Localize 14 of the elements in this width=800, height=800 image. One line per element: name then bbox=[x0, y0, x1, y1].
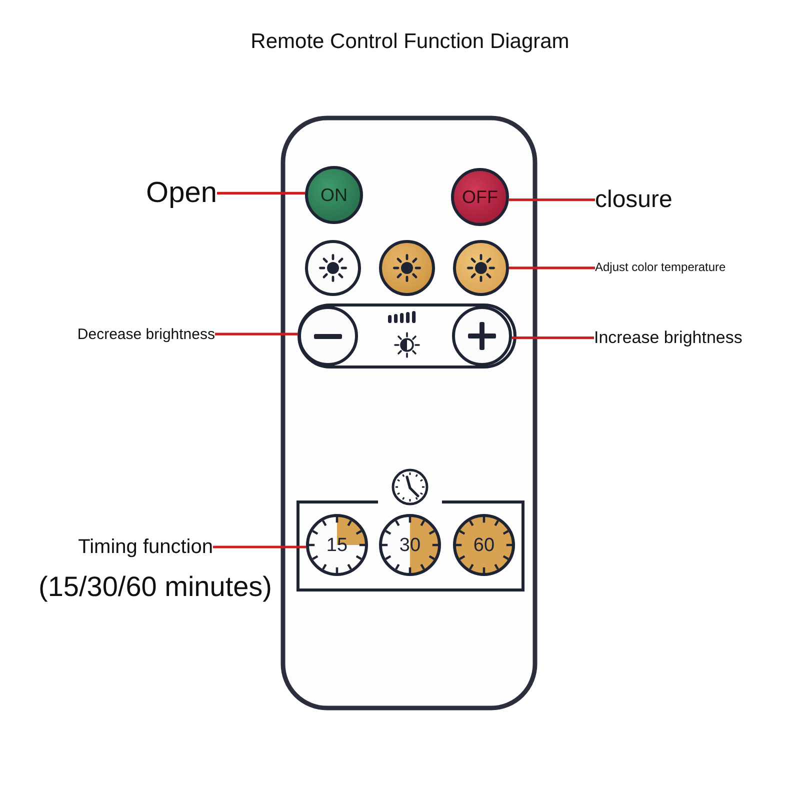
callout-label: Adjust color temperature bbox=[595, 261, 726, 275]
leader-line bbox=[215, 332, 298, 336]
leader-line bbox=[213, 546, 306, 548]
callout-note: (15/30/60 minutes) bbox=[38, 571, 272, 604]
leader-line bbox=[509, 266, 595, 270]
callout-label: closure bbox=[595, 186, 672, 214]
leader-line bbox=[512, 336, 594, 340]
leader-line bbox=[508, 198, 595, 202]
callout-label: Timing function bbox=[78, 536, 213, 558]
callout-label: Decrease brightness bbox=[77, 326, 215, 343]
callout-label: Open bbox=[146, 176, 217, 210]
leader-line bbox=[217, 192, 306, 194]
diagram-title: Remote Control Function Diagram bbox=[250, 30, 570, 53]
callout-label: Increase brightness bbox=[594, 328, 742, 348]
